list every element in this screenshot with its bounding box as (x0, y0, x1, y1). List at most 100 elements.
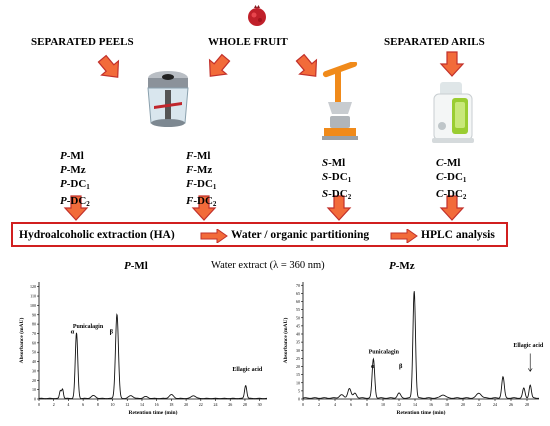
codes-squeezed: S-Ml S-DC1 S-DC2 (322, 156, 351, 204)
y-tick-label: 0 (34, 397, 36, 402)
x-tick-label: 2 (53, 402, 55, 407)
y-tick-label: 110 (30, 294, 36, 299)
x-tick-label: 0 (38, 402, 40, 407)
heading-separated-peels: SEPARATED PEELS (31, 36, 134, 48)
x-tick-label: 12 (125, 402, 129, 407)
x-tick-label: 12 (397, 402, 401, 407)
annotation-punicalagin: Punicalagin (369, 350, 400, 356)
y-tick-label: 40 (32, 359, 36, 364)
process-box (11, 222, 508, 247)
annotation-alpha: α (71, 328, 75, 335)
code-f-mz: F-Mz (186, 164, 213, 176)
y-axis-label: Absorbance (mAU) (282, 317, 289, 363)
x-tick-label: 6 (350, 402, 352, 407)
x-tick-label: 0 (302, 402, 304, 407)
codes-peels: P-Ml P-Mz P-DC1 P-DC2 (60, 149, 90, 211)
annotation-beta: β (110, 328, 114, 335)
chromatogram-trace (38, 313, 268, 400)
step-hydroalcoholic-extraction: Hydroalcoholic extraction (HA) (19, 229, 175, 241)
y-tick-label: 80 (32, 322, 36, 327)
heading-separated-arils: SEPARATED ARILS (384, 36, 485, 48)
y-tick-label: 25 (296, 356, 300, 361)
y-tick-label: 45 (296, 323, 300, 328)
x-tick-label: 30 (258, 402, 262, 407)
electric-juicer-icon (432, 82, 474, 143)
code-f-ml: F-Ml (186, 150, 211, 162)
y-tick-label: 120 (30, 284, 36, 289)
x-tick-label: 6 (82, 402, 84, 407)
annotation-punicalagin: Punicalagin (73, 324, 104, 330)
arrow-right-2 (390, 229, 418, 243)
manual-citrus-press-icon (322, 62, 358, 140)
arrow-peels-to-chopper (93, 51, 127, 85)
chart-title-right: P-Mz (389, 260, 415, 272)
y-tick-label: 5 (298, 388, 300, 393)
code-c-ml: C-Ml (436, 157, 461, 169)
y-tick-label: 15 (296, 372, 300, 377)
y-tick-label: 40 (296, 332, 300, 337)
step-hplc-analysis: HPLC analysis (421, 229, 495, 241)
y-tick-label: 60 (32, 340, 36, 345)
y-tick-label: 70 (32, 331, 36, 336)
y-tick-label: 100 (30, 303, 36, 308)
x-tick-label: 8 (366, 402, 368, 407)
y-tick-label: 20 (32, 378, 36, 383)
x-axis-label: Retention time (min) (397, 409, 446, 416)
code-c-dc1: C-DC1 (436, 171, 467, 184)
code-p-mz: P-Mz (60, 164, 86, 176)
x-axis-label: Retention time (min) (129, 409, 178, 416)
x-tick-label: 22 (477, 402, 481, 407)
x-tick-label: 28 (243, 402, 247, 407)
chromatogram-trace (302, 291, 540, 399)
ellagic-arrow-head (527, 368, 533, 372)
x-tick-label: 18 (445, 402, 449, 407)
water-extract-label: Water extract (λ = 360 nm) (211, 260, 325, 271)
x-tick-label: 4 (334, 402, 336, 407)
heading-whole-fruit: WHOLE FRUIT (208, 36, 288, 48)
code-s-ml: S-Ml (322, 157, 346, 169)
x-tick-label: 10 (111, 402, 115, 407)
y-tick-label: 0 (298, 397, 300, 402)
y-axis-label: Absorbance (mAU) (18, 317, 25, 363)
x-tick-label: 20 (461, 402, 465, 407)
pomegranate-icon (248, 5, 266, 26)
y-tick-label: 10 (296, 380, 300, 385)
y-tick-label: 20 (296, 364, 300, 369)
x-tick-label: 26 (228, 402, 232, 407)
annotation-ellagic-acid: Ellagic acid (513, 343, 543, 349)
x-tick-label: 10 (381, 402, 385, 407)
arrow-fruit-to-chopper (201, 50, 235, 84)
y-tick-label: 65 (296, 291, 300, 296)
y-tick-label: 60 (296, 299, 300, 304)
y-tick-label: 10 (32, 387, 36, 392)
code-s-dc1: S-DC1 (322, 171, 352, 184)
codes-whole-fruit: F-Ml F-Mz F-DC1 F-DC2 (186, 149, 216, 211)
x-tick-label: 26 (509, 402, 513, 407)
y-tick-label: 55 (296, 307, 300, 312)
annotation-alpha: α (371, 363, 375, 370)
chart-title-left: P-Ml (124, 260, 148, 272)
y-tick-label: 30 (296, 348, 300, 353)
codes-arils: C-Ml C-DC1 C-DC2 (436, 156, 466, 204)
x-tick-label: 20 (184, 402, 188, 407)
x-tick-label: 24 (214, 402, 218, 407)
step-water-organic-partitioning: Water / organic partitioning (231, 229, 370, 241)
y-tick-label: 50 (296, 315, 300, 320)
x-tick-label: 4 (67, 402, 69, 407)
code-c-dc2: C-DC2 (436, 188, 467, 201)
code-p-dc1: P-DC1 (60, 178, 90, 191)
x-tick-label: 16 (155, 402, 159, 407)
y-tick-label: 70 (296, 283, 300, 288)
y-tick-label: 50 (32, 350, 36, 355)
annotation-beta: β (399, 363, 403, 370)
x-tick-label: 16 (429, 402, 433, 407)
y-tick-label: 30 (32, 368, 36, 373)
food-chopper-icon (147, 71, 189, 127)
code-f-dc2: F-DC2 (186, 195, 217, 208)
y-tick-label: 35 (296, 340, 300, 345)
x-tick-label: 28 (525, 402, 529, 407)
code-s-dc2: S-DC2 (322, 188, 352, 201)
x-tick-label: 8 (97, 402, 99, 407)
